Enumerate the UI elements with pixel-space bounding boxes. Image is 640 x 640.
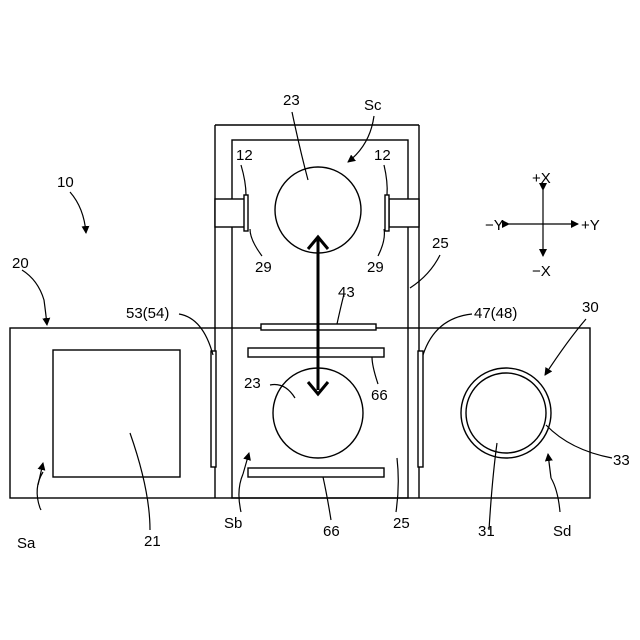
leader-33 bbox=[546, 425, 612, 458]
gate-47 bbox=[418, 351, 423, 467]
label-25-top: 25 bbox=[432, 235, 449, 252]
leader-sb-line bbox=[239, 474, 243, 512]
label-21: 21 bbox=[144, 533, 161, 550]
label-12-right: 12 bbox=[374, 147, 391, 164]
label-29-right: 29 bbox=[367, 259, 384, 276]
label-sc: Sc bbox=[364, 97, 382, 114]
chamber-25 bbox=[232, 140, 408, 498]
leader-sd-line bbox=[551, 478, 560, 512]
label-23-mid: 23 bbox=[244, 375, 261, 392]
axis-label-plus-x: +X bbox=[532, 170, 551, 187]
label-sa: Sa bbox=[17, 535, 36, 552]
axis-label-minus-y: −Y bbox=[485, 217, 504, 234]
leader-25-bottom bbox=[396, 458, 398, 512]
label-sd: Sd bbox=[553, 523, 571, 540]
axis-label-plus-y: +Y bbox=[581, 217, 600, 234]
leader-25-top bbox=[410, 255, 440, 288]
axis-label-minus-x: −X bbox=[532, 263, 551, 280]
label-20: 20 bbox=[12, 255, 29, 272]
gate-53 bbox=[211, 351, 216, 467]
label-30: 30 bbox=[582, 299, 599, 316]
leader-12-left bbox=[241, 165, 246, 195]
leader-sa-end bbox=[40, 508, 41, 510]
plate-66-upper bbox=[248, 348, 384, 357]
sensor-right-plate bbox=[385, 195, 389, 231]
leader-12-right bbox=[384, 165, 387, 195]
leader-sc bbox=[348, 116, 374, 162]
label-sb: Sb bbox=[224, 515, 242, 532]
plate-66-lower bbox=[248, 468, 384, 477]
label-47: 47(48) bbox=[474, 305, 517, 322]
label-12-left: 12 bbox=[236, 147, 253, 164]
leader-23-mid bbox=[270, 385, 295, 398]
disc-31 bbox=[466, 373, 546, 453]
label-33: 33 bbox=[613, 452, 630, 469]
sensor-right-block bbox=[389, 199, 419, 227]
leader-53 bbox=[179, 314, 213, 355]
label-66-bottom: 66 bbox=[323, 523, 340, 540]
label-53: 53(54) bbox=[126, 305, 169, 322]
leader-21 bbox=[130, 433, 150, 530]
label-25-bottom: 25 bbox=[393, 515, 410, 532]
leader-47 bbox=[423, 314, 472, 355]
label-23-top: 23 bbox=[283, 92, 300, 109]
item-21-square bbox=[53, 350, 180, 477]
label-66-right: 66 bbox=[371, 387, 388, 404]
leader-29-left bbox=[250, 229, 262, 256]
label-10: 10 bbox=[57, 174, 74, 191]
label-29-left: 29 bbox=[255, 259, 272, 276]
leader-23-top bbox=[292, 112, 308, 180]
leader-66-right bbox=[372, 357, 378, 384]
leader-sd bbox=[548, 454, 551, 478]
ring-33 bbox=[461, 368, 551, 458]
label-31: 31 bbox=[478, 523, 495, 540]
leader-10 bbox=[70, 192, 86, 233]
label-43: 43 bbox=[338, 284, 355, 301]
leader-20 bbox=[22, 270, 47, 325]
leader-29-right bbox=[378, 229, 384, 256]
sensor-left-block bbox=[215, 199, 245, 227]
sensor-left-plate bbox=[244, 195, 248, 231]
